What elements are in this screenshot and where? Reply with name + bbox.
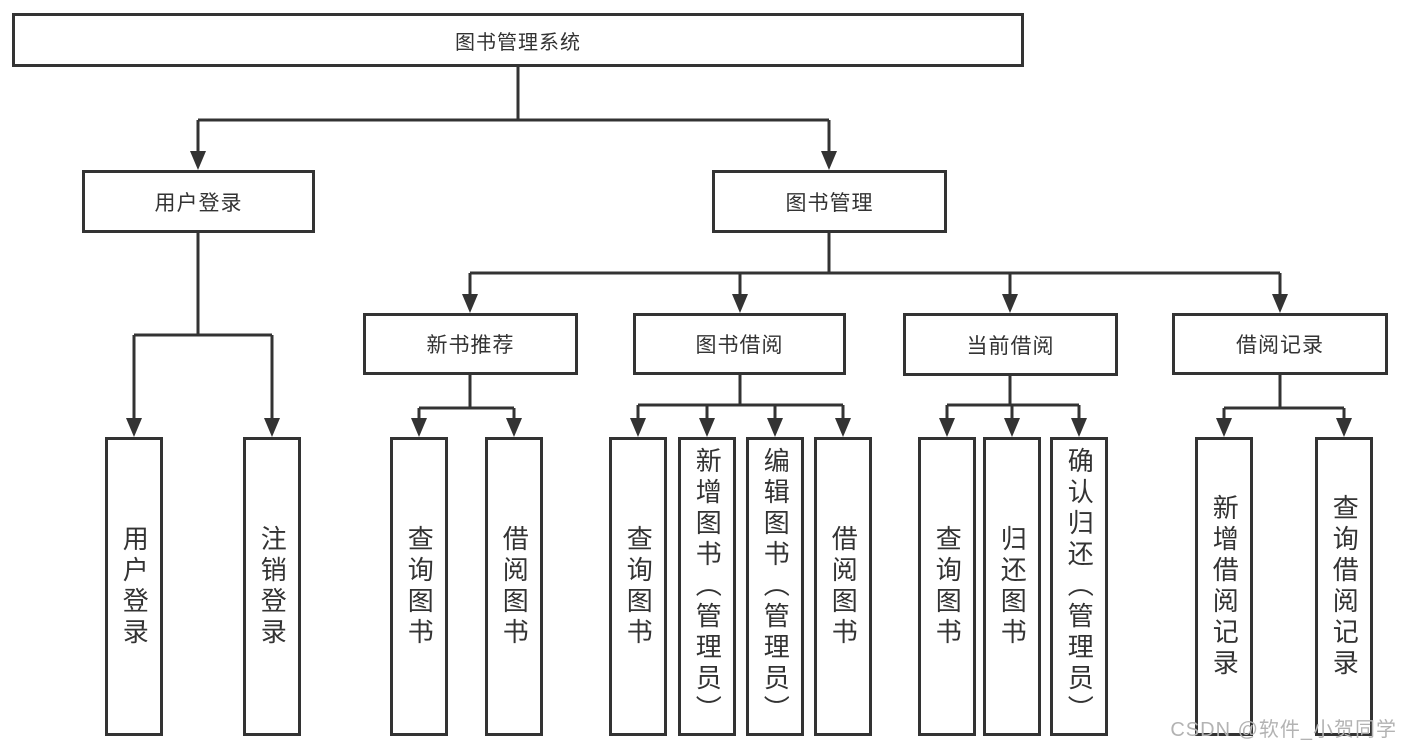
node-label: 借阅图书 [828, 524, 859, 649]
node-label: 编辑图书（管理员） [760, 447, 791, 726]
leaf-query-books-borrowing: 查询图书 [609, 437, 667, 736]
node-book-borrowing: 图书借阅 [633, 313, 846, 375]
leaf-return-book: 归还图书 [983, 437, 1041, 736]
node-label: 图书借阅 [695, 334, 784, 357]
node-book-management: 图书管理 [712, 170, 947, 233]
arrowhead-new-book-recommend [462, 294, 478, 313]
node-label: 用户登录 [119, 524, 150, 649]
arrowhead-query-books-1 [411, 418, 427, 437]
arrowhead-leaf-logout [264, 418, 280, 437]
arrowhead-return-book [1004, 418, 1020, 437]
arrowhead-query-borrow-record [1336, 418, 1352, 437]
arrowhead-add-borrow-record [1216, 418, 1232, 437]
csdn-watermark: CSDN @软件_小贺同学 [1170, 719, 1397, 741]
connector-borrowing-records-to-leaves [1216, 375, 1352, 437]
node-label: 当前借阅 [966, 334, 1055, 358]
arrowhead-query-books-2 [630, 418, 646, 437]
connector-root-to-level2 [190, 67, 837, 170]
node-label: 借阅图书 [499, 524, 530, 649]
leaf-query-borrow-record: 查询借阅记录 [1315, 437, 1373, 736]
connector-book-management-to-level3 [462, 233, 1288, 313]
leaf-confirm-return-admin: 确认归还（管理员） [1050, 437, 1108, 736]
arrowhead-book-management [821, 151, 837, 170]
node-label: 归还图书 [997, 524, 1028, 649]
leaf-borrow-books-borrowing: 借阅图书 [814, 437, 872, 736]
arrowhead-borrow-books-2 [835, 418, 851, 437]
leaf-query-books-current: 查询图书 [918, 437, 976, 736]
arrowhead-book-borrowing [732, 294, 748, 313]
arrowhead-add-book [699, 418, 715, 437]
node-label: 图书管理系统 [455, 31, 581, 54]
connector-user-login-to-leaves [126, 233, 280, 437]
node-label: 借阅记录 [1236, 334, 1324, 357]
leaf-add-borrow-record: 新增借阅记录 [1195, 437, 1253, 736]
leaf-logout: 注销登录 [243, 437, 301, 736]
leaf-user-login: 用户登录 [105, 437, 163, 736]
node-label: 查询图书 [623, 524, 654, 649]
arrowhead-user-login [190, 151, 206, 170]
leaf-query-books-recommend: 查询图书 [390, 437, 448, 736]
connector-current-borrowing-to-leaves [939, 375, 1087, 437]
arrowhead-current-borrowing [1002, 294, 1018, 313]
node-user-login: 用户登录 [82, 170, 315, 233]
node-label: 查询借阅记录 [1329, 493, 1360, 680]
connector-new-book-recommend-to-leaves [411, 375, 522, 437]
node-label: 图书管理 [785, 191, 874, 215]
node-label: 用户登录 [154, 191, 243, 215]
arrowhead-borrowing-records [1272, 294, 1288, 313]
node-borrowing-records: 借阅记录 [1172, 313, 1388, 375]
arrowhead-edit-book [767, 418, 783, 437]
node-label: 确认归还（管理员） [1064, 447, 1095, 726]
connector-book-borrowing-to-leaves [630, 375, 851, 437]
node-label: 新增图书（管理员） [692, 447, 723, 726]
node-label: 新增借阅记录 [1209, 493, 1240, 680]
node-label: 查询图书 [932, 524, 963, 649]
arrowhead-confirm-return [1071, 418, 1087, 437]
node-label: 新书推荐 [426, 334, 515, 357]
leaf-add-book-admin: 新增图书（管理员） [678, 437, 736, 736]
leaf-edit-book-admin: 编辑图书（管理员） [746, 437, 804, 736]
node-new-book-recommend: 新书推荐 [363, 313, 578, 375]
leaf-borrow-books-recommend: 借阅图书 [485, 437, 543, 736]
node-library-management-system: 图书管理系统 [12, 13, 1024, 67]
arrowhead-leaf-user-login [126, 418, 142, 437]
node-label: 查询图书 [404, 524, 435, 649]
node-label: 注销登录 [257, 524, 288, 649]
arrowhead-query-books-3 [939, 418, 955, 437]
node-current-borrowing: 当前借阅 [903, 313, 1118, 376]
arrowhead-borrow-books-1 [506, 418, 522, 437]
